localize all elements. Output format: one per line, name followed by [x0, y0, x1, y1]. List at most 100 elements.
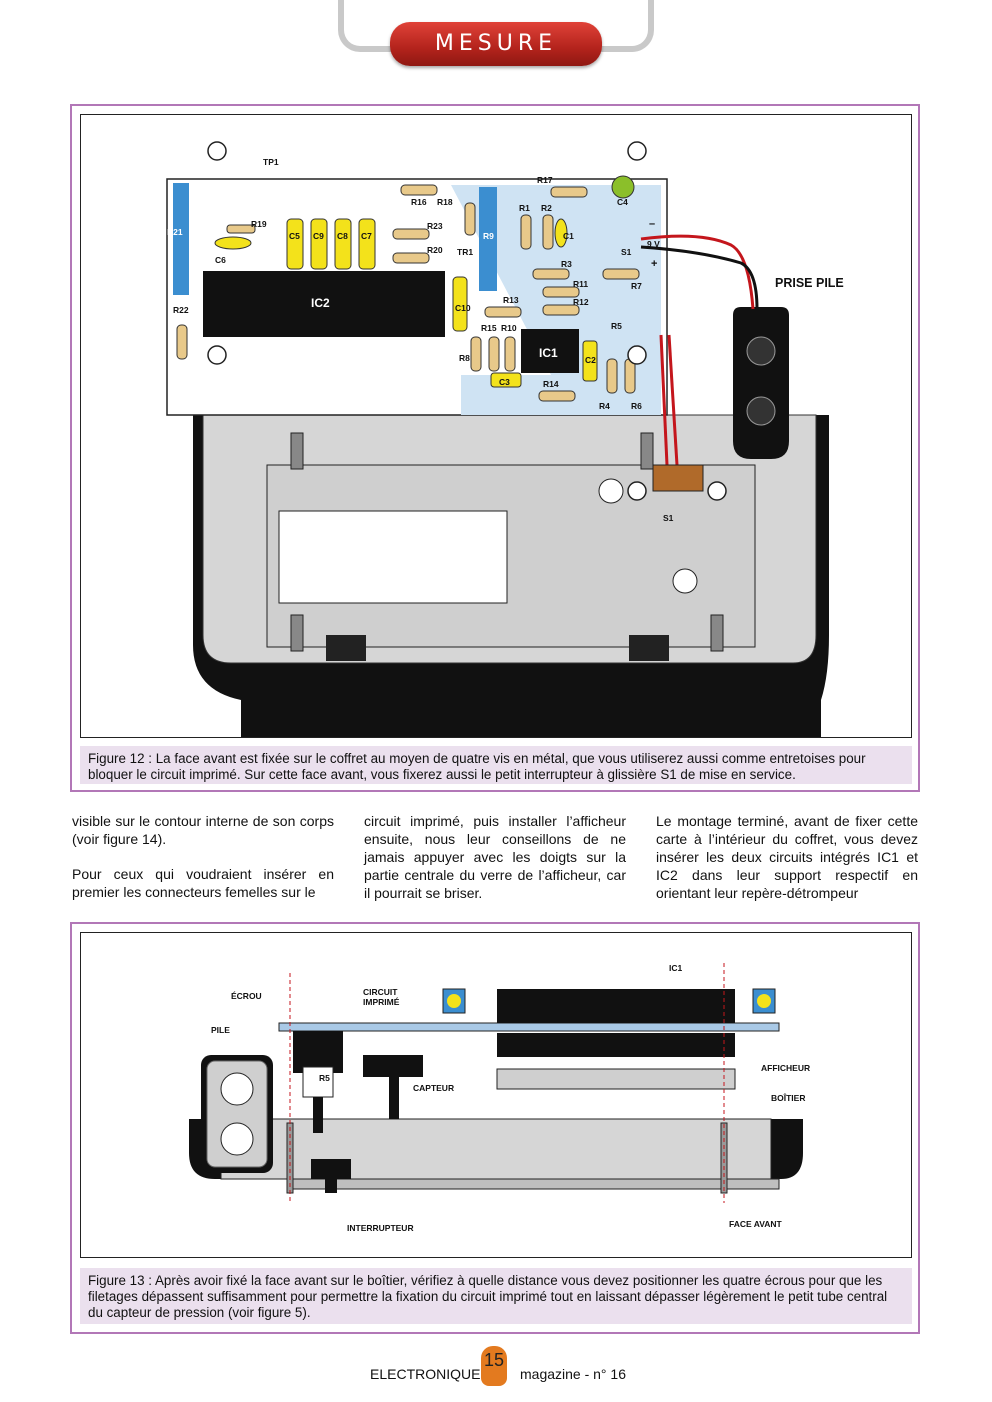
figure-13-svg: ÉCROU CIRCUIT IMPRIMÉ IC1 PILE R5 CAPTEU…: [189, 963, 810, 1233]
label-c7: C7: [361, 231, 372, 241]
label-r23: R23: [427, 221, 443, 231]
pcb: [278, 1022, 780, 1032]
label-minus: –: [649, 218, 655, 230]
label-r14: R14: [543, 379, 559, 389]
label-ic1: IC1: [539, 346, 558, 360]
pcb-traces: [451, 185, 661, 415]
label-r1: R1: [519, 203, 530, 213]
label-r10: R10: [501, 323, 517, 333]
label-r12: R12: [573, 297, 589, 307]
face-avant-plate: [288, 1178, 780, 1190]
label-c9: C9: [313, 231, 324, 241]
switch-s1: [652, 464, 704, 492]
page-footer: ELECTRONIQUE 15 magazine - n° 16: [0, 1346, 992, 1398]
figure-13-illustration: ÉCROU CIRCUIT IMPRIMÉ IC1 PILE R5 CAPTEU…: [80, 932, 912, 1258]
pile-terminal: [220, 1072, 254, 1106]
label-s1: S1: [621, 247, 632, 257]
battery-terminal: [746, 396, 776, 426]
text-column-3: Le montage terminé, avant de fixer cette…: [656, 812, 918, 919]
boitier-interior: [220, 1118, 772, 1180]
pile-terminal: [220, 1122, 254, 1156]
paragraph: Le montage terminé, avant de fixer cette…: [656, 813, 918, 901]
display-glass: [278, 510, 508, 604]
page-number-badge: [481, 1346, 507, 1386]
screws: [207, 141, 727, 501]
trimmer-screw: [757, 994, 771, 1008]
label-r5: R5: [611, 321, 622, 331]
figure-13-frame: ÉCROU CIRCUIT IMPRIMÉ IC1 PILE R5 CAPTEU…: [70, 922, 920, 1334]
label-c6: C6: [215, 255, 226, 265]
figure-12-illustration: TP1 R16 R18 R17 R19 R21 C5 C9 C8 C7 R23 …: [80, 114, 912, 738]
ic1-socket: [497, 989, 735, 1023]
wire-red: [640, 234, 755, 310]
potentiometer-shaft: [313, 1097, 323, 1133]
label-face-avant: FACE AVANT: [729, 1219, 783, 1229]
ic2-chip: [203, 271, 445, 337]
paragraph: visible sur le contour interne de son co…: [72, 813, 334, 847]
label-capteur: CAPTEUR: [413, 1083, 454, 1093]
hole: [672, 568, 698, 594]
label-interrupteur: INTERRUPTEUR: [347, 1223, 414, 1233]
capacitors: [214, 218, 598, 388]
label-c3: C3: [499, 377, 510, 387]
label-r7: R7: [631, 281, 642, 291]
footer-issue: magazine - n° 16: [520, 1366, 626, 1382]
label-r20: R20: [427, 245, 443, 255]
label-circuit: CIRCUIT: [363, 987, 398, 997]
label-r13: R13: [503, 295, 519, 305]
text-column-1: visible sur le contour interne de son co…: [72, 812, 334, 918]
label-s1-switch: S1: [663, 513, 674, 523]
label-r15: R15: [481, 323, 497, 333]
label-r8: R8: [459, 353, 470, 363]
label-c10: C10: [455, 303, 471, 313]
label-r9: R9: [483, 231, 494, 241]
paragraph: circuit imprimé, puis installer l’affich…: [364, 813, 626, 901]
label-r11: R11: [573, 279, 588, 289]
label-r4: R4: [599, 401, 610, 411]
label-r22: R22: [173, 305, 189, 315]
label-9v: 9 V: [647, 239, 660, 249]
label-ic1: IC1: [669, 963, 683, 973]
label-r17: R17: [537, 175, 553, 185]
figure-12-frame: TP1 R16 R18 R17 R19 R21 C5 C9 C8 C7 R23 …: [70, 104, 920, 792]
capteur-tube: [389, 1077, 399, 1119]
ic1-chip: [521, 329, 579, 373]
label-ic2: IC2: [311, 296, 330, 310]
label-tr1: TR1: [457, 247, 473, 257]
label-plus: +: [651, 258, 657, 270]
label-c5: C5: [289, 231, 300, 241]
label-r18: R18: [437, 197, 453, 207]
potentiometer: [293, 1031, 343, 1073]
page-number: 15: [483, 1350, 505, 1370]
display-connector: [497, 1033, 735, 1057]
battery-connector: [733, 307, 789, 459]
label-c1: C1: [563, 231, 574, 241]
resistors: [176, 184, 640, 402]
label-afficheur: AFFICHEUR: [761, 1063, 810, 1073]
label-r21: R21: [167, 227, 183, 237]
paragraph: Pour ceux qui voudraient insérer en prem…: [72, 866, 334, 900]
case-clip: [326, 635, 366, 661]
wire-switch: [659, 334, 669, 466]
label-boitier: BOÎTIER: [771, 1092, 805, 1103]
standoffs: [290, 432, 724, 652]
label-c4: C4: [617, 197, 628, 207]
figure-12-caption: Figure 12 : La face avant est fixée sur …: [80, 746, 912, 784]
label-r3: R3: [561, 259, 572, 269]
case-clip: [629, 635, 669, 661]
label-prise-pile: PRISE PILE: [775, 276, 844, 290]
label-ecrou: ÉCROU: [231, 991, 262, 1001]
afficheur: [496, 1068, 736, 1090]
battery-terminal: [746, 336, 776, 366]
label-r6: R6: [631, 401, 642, 411]
interrupteur-knob: [325, 1179, 337, 1193]
label-tp1: TP1: [263, 157, 279, 167]
footer-magazine-name: ELECTRONIQUE: [370, 1366, 481, 1382]
figure-13-caption: Figure 13 : Après avoir fixé la face ava…: [80, 1268, 912, 1324]
potentiometer-body: [302, 1066, 334, 1098]
capacitor-c4: [611, 175, 635, 199]
label-r16: R16: [411, 197, 427, 207]
wire-black: [640, 245, 759, 310]
trimmer-r9: [479, 187, 497, 291]
interrupteur: [311, 1159, 351, 1179]
